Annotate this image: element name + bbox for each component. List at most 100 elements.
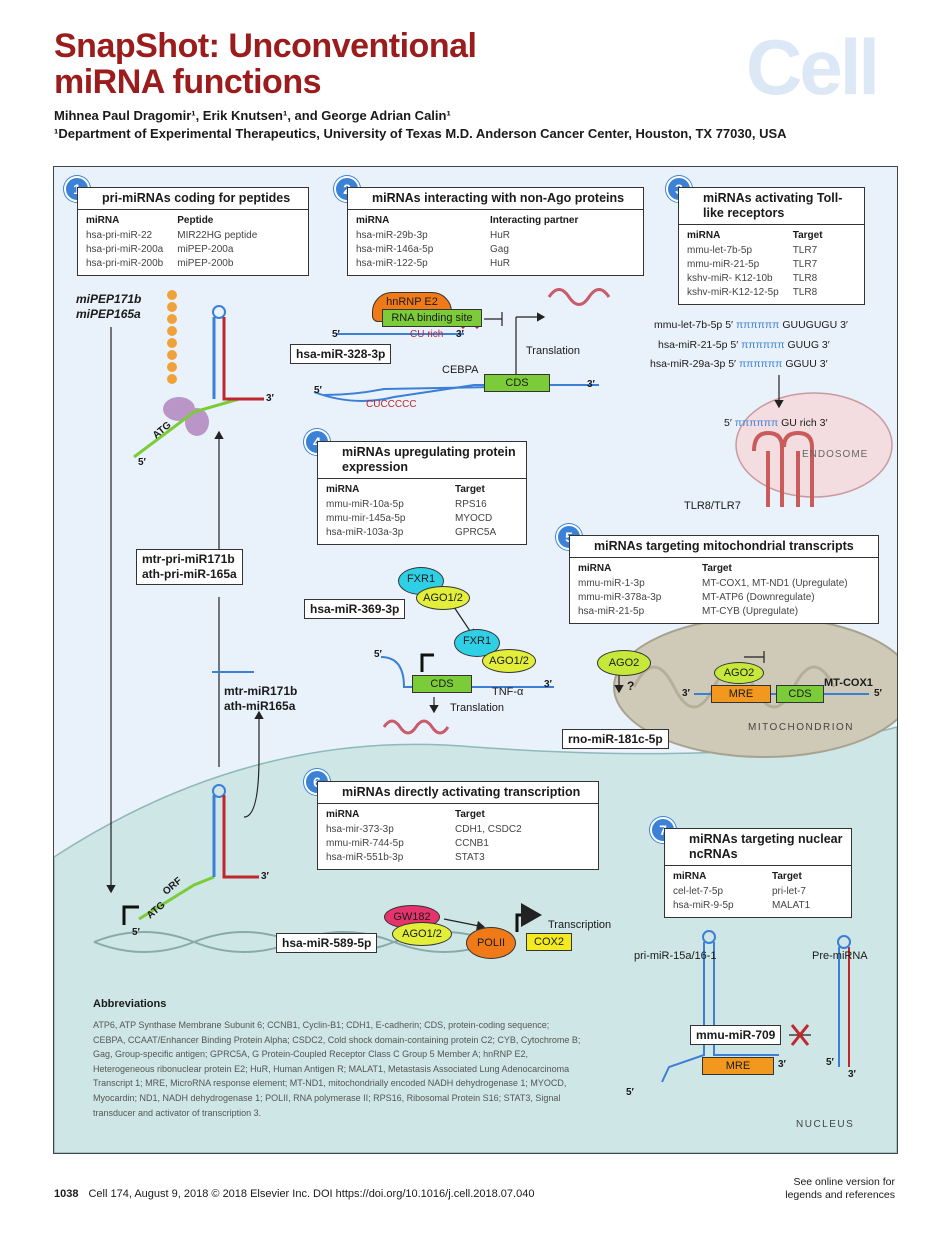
mre-box-nucleus: MRE	[702, 1057, 774, 1075]
panel-3-title: miRNAs activating Toll-like receptors	[679, 188, 864, 225]
panel-4-table: miRNAs upregulating protein expression m…	[317, 441, 527, 545]
five-prime-pre: 5′	[826, 1057, 834, 1068]
rna-binding-site: RNA binding site	[382, 309, 482, 327]
tlr-row-1: mmu-let-7b-5p 5′ ππππππ GUUGUGU 3′	[654, 319, 848, 331]
panel-4-title: miRNAs upregulating protein expression	[318, 442, 526, 479]
five-prime-panel1: 5′	[138, 457, 146, 468]
ago2-protein-bound: AGO2	[714, 662, 764, 684]
question-mark: ?	[627, 679, 635, 693]
five-prime-cebpa: 5′	[314, 385, 322, 396]
mir-709-label: mmu-miR-709	[690, 1025, 782, 1045]
panel-2-table: miRNAs interacting with non-Ago proteins…	[347, 187, 644, 276]
panel-5-table: miRNAs targeting mitochondrial transcrip…	[569, 535, 879, 624]
cds-box-tnf: CDS	[412, 675, 472, 693]
pre-mirna-label: Pre-miRNA	[812, 950, 868, 962]
ago2-protein: AGO2	[597, 650, 651, 676]
cell-logo: Cell	[746, 23, 880, 111]
five-prime-tnf: 5′	[374, 649, 382, 660]
authors: Mihnea Paul Dragomir¹, Erik Knutsen¹, an…	[54, 108, 451, 123]
peptide-beads	[167, 290, 177, 384]
panel-6-table: miRNAs directly activating transcription…	[317, 781, 599, 870]
mir-181-label: rno-miR-181c-5p	[562, 729, 669, 749]
page-title: SnapShot: Unconventional miRNA functions	[54, 27, 477, 101]
ago12-protein-nucleus: AGO1/2	[392, 922, 452, 946]
cds-box-mito: CDS	[776, 685, 824, 703]
affiliation: ¹Department of Experimental Therapeutics…	[54, 126, 787, 141]
cebpa-label: CEBPA	[442, 364, 479, 376]
endosome-label: ENDOSOME	[802, 449, 869, 460]
tlr-row-3: hsa-miR-29a-3p 5′ ππππππ GGUU 3′	[650, 358, 828, 370]
three-prime-pre: 3′	[848, 1069, 856, 1080]
mt-cox1-label: MT-COX1	[824, 677, 873, 689]
transcription-label: Transcription	[548, 919, 612, 931]
mir-369-label: hsa-miR-369-3p	[304, 599, 406, 619]
tlr-row-2: hsa-miR-21-5p 5′ ππππππ GUUG 3′	[658, 339, 830, 351]
three-prime-nucleus-stem: 3′	[261, 871, 269, 882]
online-note: See online version for legends and refer…	[785, 1176, 895, 1201]
ago12-protein-bound: AGO1/2	[482, 649, 536, 673]
five-prime-mito: 5′	[874, 688, 882, 699]
five-prime-nucleus-stem: 5′	[132, 927, 140, 938]
panel-7-title: miRNAs targeting nuclear ncRNAs	[665, 829, 851, 866]
panel-6-title: miRNAs directly activating transcription	[318, 782, 598, 804]
tnf-label: TNF-α	[492, 686, 524, 698]
five-prime-709: 5′	[626, 1087, 634, 1098]
gu-rich-label: 5′ ππππππ GU rich 3′	[724, 417, 828, 429]
cucccc-label: CUCCCCC	[366, 399, 417, 410]
nucleus-label: NUCLEUS	[796, 1119, 855, 1130]
three-prime-328: 3′	[456, 329, 464, 340]
three-prime-panel1: 3′	[266, 393, 274, 404]
mir-589-label: hsa-miR-589-5p	[276, 933, 378, 953]
tlr-label: TLR8/TLR7	[684, 500, 741, 512]
panel-3-table: miRNAs activating Toll-like receptors mi…	[678, 187, 865, 305]
panel-2-title: miRNAs interacting with non-Ago proteins	[348, 188, 643, 210]
ago12-protein: AGO1/2	[416, 586, 470, 610]
mitochondrion-label: MITOCHONDRION	[748, 722, 854, 733]
translation-label-4: Translation	[450, 702, 505, 714]
five-prime-328: 5′	[332, 329, 340, 340]
mir-328-label: hsa-miR-328-3p	[290, 344, 392, 364]
three-prime-cebpa: 3′	[587, 379, 595, 390]
panel-1-title: pri-miRNAs coding for peptides	[78, 188, 308, 210]
mre-box-mito: MRE	[711, 685, 771, 703]
pri-15a-label: pri-miR-15a/16-1	[634, 950, 717, 962]
three-prime-709: 3′	[778, 1059, 786, 1070]
figure-frame: 1 pri-miRNAs coding for peptides miRNAPe…	[53, 166, 898, 1154]
panel-5-title: miRNAs targeting mitochondrial transcrip…	[570, 536, 878, 558]
three-prime-tnf: 3′	[544, 679, 552, 690]
three-prime-mito: 3′	[682, 688, 690, 699]
abbreviations-heading: Abbreviations	[93, 998, 167, 1010]
translation-label-2: Translation	[526, 345, 581, 357]
